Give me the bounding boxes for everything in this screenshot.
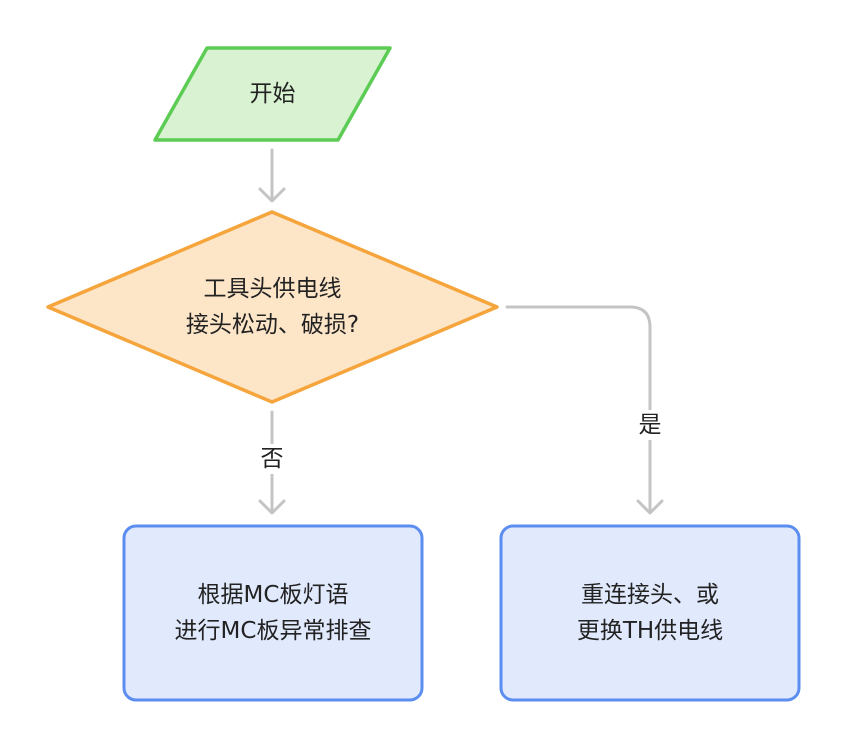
process-no-node: 根据MC板灯语 进行MC板异常排查 [124,526,422,700]
process-yes-node-shape [499,524,801,702]
start-node-shape [153,46,392,142]
edge-label-no: 否 [252,444,292,474]
process-no-label-line1: 根据MC板灯语 [197,582,349,608]
process-yes-label-line1: 重连接头、或 [581,582,719,608]
edge-label-yes: 是 [630,410,670,440]
decision-node-shape [46,210,499,404]
process-no-label-line2: 进行MC板异常排查 [174,618,372,644]
arrow-head-decision-to-process-yes [636,499,664,515]
arrow-head-start-to-decision [258,187,286,203]
arrow-head-decision-to-process-no [258,499,286,515]
process-no-node-shape [122,524,424,702]
start-label: 开始 [249,81,296,107]
process-yes-label-line2: 更换TH供电线 [576,618,724,644]
start-node: 开始 [155,48,390,140]
decision-node: 工具头供电线 接头松动、破损? [48,256,497,358]
decision-label-line2: 接头松动、破损? [185,312,360,338]
process-yes-node: 重连接头、或 更换TH供电线 [501,526,799,700]
edge-decision-to-process-yes [505,305,652,514]
decision-label-line1: 工具头供电线 [203,276,342,302]
